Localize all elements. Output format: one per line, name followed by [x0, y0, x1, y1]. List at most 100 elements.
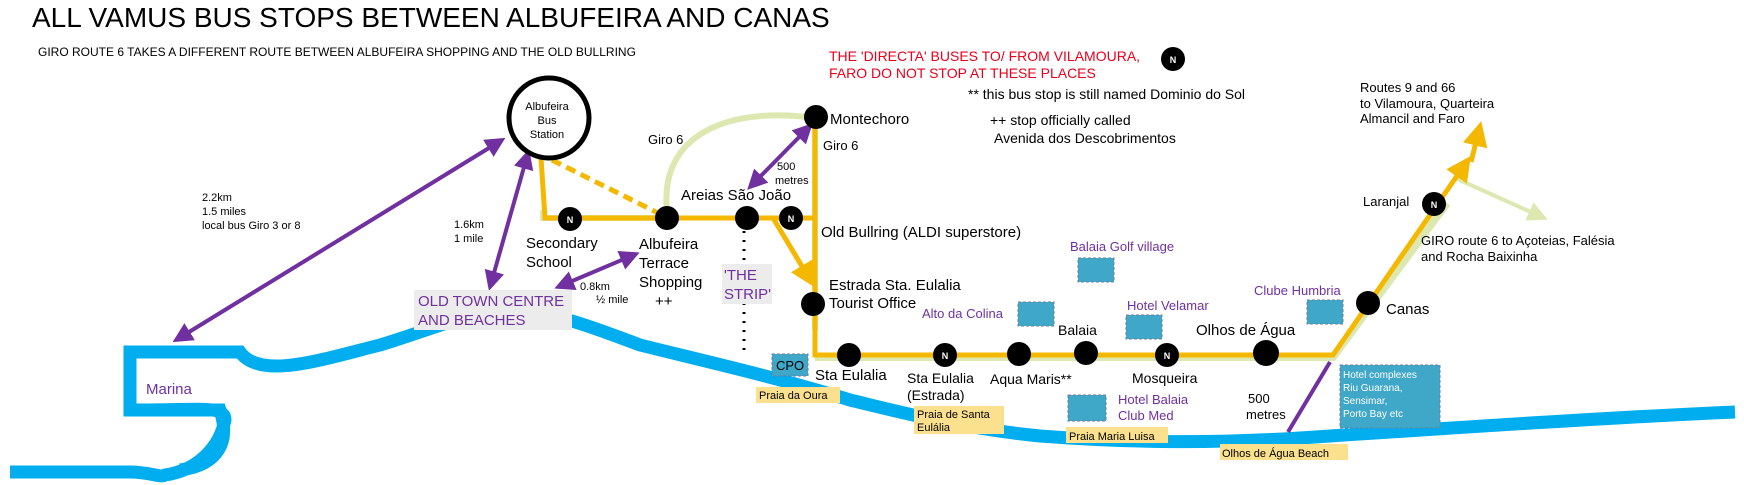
dist-monte-2: metres: [775, 175, 809, 187]
dist-olhos-1: 500: [1248, 391, 1270, 406]
beach-santa-bg: [914, 406, 1004, 434]
giro6-dest-2: and Rocha Baixinha: [1421, 249, 1538, 264]
area-strip-1: 'THE: [724, 267, 757, 284]
stop-shopping[interactable]: [655, 206, 679, 230]
routes-note-1: Routes 9 and 66: [1360, 80, 1455, 95]
label-bullring: Old Bullring (ALDI superstore): [821, 224, 1021, 241]
coastline: [10, 303, 1736, 483]
hotel-humbria-box: [1306, 299, 1344, 325]
beach-maria-luisa-bg: [1066, 427, 1168, 443]
beach-santa-label-2: Eulália: [917, 422, 951, 434]
dist-marina-1: 2.2km: [202, 192, 232, 204]
bus-station-label-1: Albufeira: [525, 101, 569, 113]
n-marker-sta-eulalia-estrada: N: [942, 351, 949, 361]
n-marker-legend: N: [1170, 55, 1177, 65]
dist-shop-1: 0.8km: [580, 281, 610, 293]
hotel-clubmed-label-2: Club Med: [1118, 408, 1174, 423]
beach-maria-luisa-label: Praia Maria Luisa: [1069, 431, 1155, 443]
label-olhos: Olhos de Água: [1196, 322, 1296, 339]
hotel-complexes-label-2: Riu Guarana,: [1343, 383, 1402, 394]
stop-mosqueira[interactable]: [1155, 343, 1179, 367]
hotel-complexes-box: [1339, 364, 1441, 429]
label-shopping-4: ++: [655, 293, 673, 310]
dist-oldtown-2: 1 mile: [454, 233, 483, 245]
giro6-dest-1: GIRO route 6 to Açoteias, Falésia: [1421, 233, 1615, 248]
bus-station-label-2: Bus: [538, 115, 557, 127]
beach-santa-label-1: Praia de Santa: [917, 409, 991, 421]
area-old-town-1: OLD TOWN CENTRE: [418, 293, 564, 310]
beach-oura-bg: [756, 387, 840, 403]
directa-note-2: FARO DO NOT STOP AT THESE PLACES: [829, 65, 1096, 81]
hotel-complexes-label-1: Hotel complexes: [1343, 370, 1417, 381]
hotel-golf-box: [1077, 257, 1115, 283]
directa-note-1: THE 'DIRECTA' BUSES TO/ FROM VILAMOURA,: [829, 48, 1140, 64]
label-areias: Areias São João: [681, 187, 791, 204]
giro6-label-right: Giro 6: [823, 138, 858, 153]
page-title: ALL VAMUS BUS STOPS BETWEEN ALBUFEIRA AN…: [32, 2, 830, 33]
bus-station-label-3: Station: [530, 129, 564, 141]
label-balaia: Balaia: [1058, 322, 1097, 338]
label-shopping-2: Terrace: [639, 255, 689, 272]
label-shopping-1: Albufeira: [639, 236, 699, 253]
stop-olhos[interactable]: [1253, 340, 1279, 366]
bus-station-marker[interactable]: [506, 75, 592, 161]
avenida-note-1: ++ stop officially called: [990, 112, 1131, 128]
dominio-note: ** this bus stop is still named Dominio …: [968, 86, 1245, 102]
beach-oura-label: Praia da Oura: [759, 390, 828, 402]
stop-secondary[interactable]: [558, 207, 582, 231]
stop-sta-eulalia[interactable]: [837, 343, 861, 367]
dist-olhos-2: metres: [1246, 407, 1286, 422]
area-strip-2: STRIP': [724, 286, 771, 303]
strip-bg: [722, 264, 772, 304]
cpo-label: CPO: [776, 358, 804, 373]
label-montechoro: Montechoro: [830, 111, 909, 128]
stop-sta-eulalia-estrada[interactable]: [933, 343, 957, 367]
area-old-town-2: AND BEACHES: [418, 312, 526, 329]
hotel-complexes-label-4: Porto Bay etc: [1343, 409, 1403, 420]
main-route: [538, 121, 1488, 358]
hotel-velamar-box: [1125, 314, 1163, 340]
stop-aqua-maris[interactable]: [1007, 342, 1031, 366]
n-marker-laranjal: N: [1431, 200, 1438, 210]
n-marker-mosqueira: N: [1164, 351, 1171, 361]
n-marker-secondary: N: [567, 215, 574, 225]
stop-canas[interactable]: [1356, 291, 1380, 315]
n-marker-bullring: N: [788, 214, 795, 224]
old-town-bg: [414, 290, 572, 330]
directa-legend-marker: [1161, 47, 1185, 71]
distance-arrows: [172, 123, 1332, 434]
stop-laranjal[interactable]: [1422, 192, 1446, 216]
hotel-colina-label: Alto da Colina: [922, 306, 1004, 321]
hotel-velamar-label: Hotel Velamar: [1127, 298, 1209, 313]
hotel-complexes-label-3: Sensimar,: [1343, 396, 1387, 407]
stop-balaia[interactable]: [1074, 341, 1098, 365]
label-mosqueira: Mosqueira: [1132, 370, 1198, 386]
label-estrada-1: Estrada Sta. Eulalia: [829, 277, 961, 294]
hotel-golf-label: Balaia Golf village: [1070, 239, 1174, 254]
label-secondary-2: School: [526, 254, 572, 271]
stop-areias[interactable]: [735, 206, 759, 230]
label-sta-eulalia-estrada-2: (Estrada): [907, 387, 965, 403]
cpo-box: [771, 353, 809, 377]
routes-note-3: Almancil and Faro: [1360, 111, 1465, 126]
label-laranjal: Laranjal: [1363, 194, 1409, 209]
dist-shop-2: ½ mile: [596, 294, 628, 306]
stop-bullring[interactable]: [779, 206, 803, 230]
area-marina: Marina: [146, 381, 193, 398]
dist-marina-2: 1.5 miles: [202, 206, 247, 218]
stop-estrada[interactable]: [801, 292, 825, 316]
label-canas: Canas: [1386, 301, 1429, 318]
hotel-colina-box: [1017, 301, 1055, 327]
stop-montechoro[interactable]: [804, 105, 828, 129]
label-sta-eulalia-estrada-1: Sta Eulalia: [907, 370, 974, 386]
giro6-label-left: Giro 6: [648, 132, 683, 147]
page-subtitle: GIRO ROUTE 6 TAKES A DIFFERENT ROUTE BET…: [38, 45, 636, 59]
label-secondary-1: Secondary: [526, 235, 598, 252]
beach-olhos-bg: [1220, 444, 1348, 460]
label-shopping-3: Shopping: [639, 274, 702, 291]
label-sta-eulalia: Sta Eulalia: [815, 367, 887, 384]
hotel-clubmed-label-1: Hotel Balaia: [1118, 392, 1189, 407]
hotel-clubmed-box: [1067, 394, 1107, 422]
marina-basin: [130, 403, 231, 477]
